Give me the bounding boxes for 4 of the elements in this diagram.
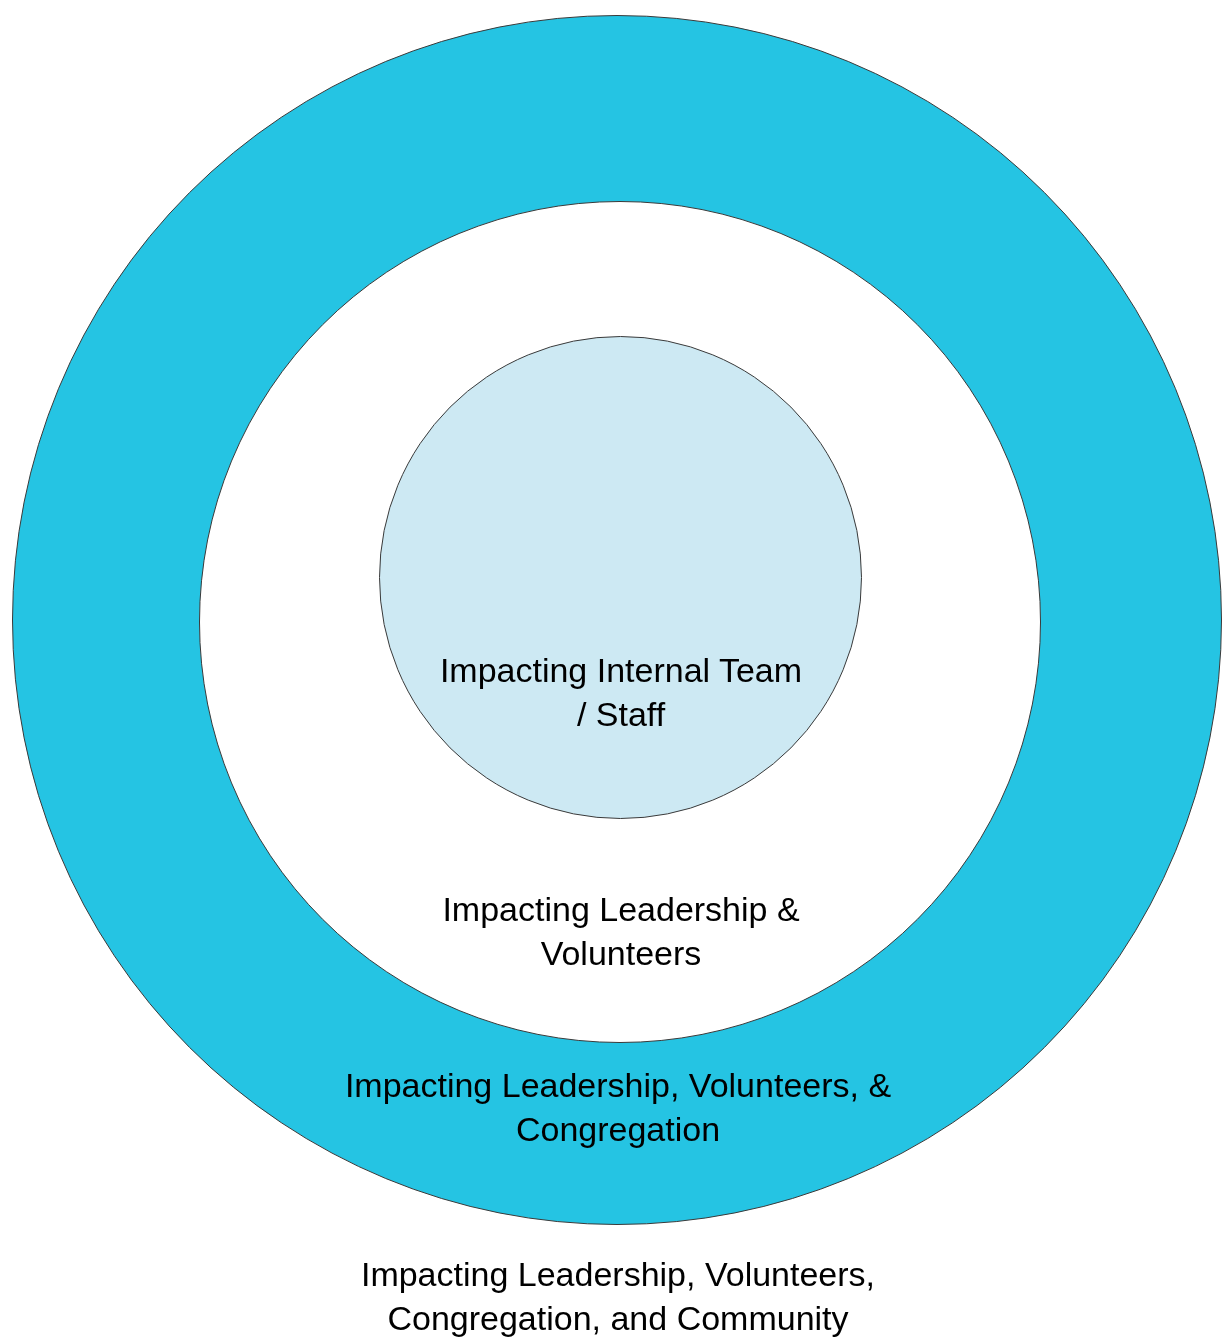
circle-label: Impacting Internal Team / Staff bbox=[438, 650, 804, 735]
circle-label: Impacting Leadership, Volunteers, & Congregation bbox=[343, 1065, 893, 1150]
outer-level-label: Impacting Leadership, Volunteers, Congregation, and Community bbox=[359, 1254, 877, 1339]
circle-label: Impacting Leadership & Volunteers bbox=[441, 889, 801, 974]
